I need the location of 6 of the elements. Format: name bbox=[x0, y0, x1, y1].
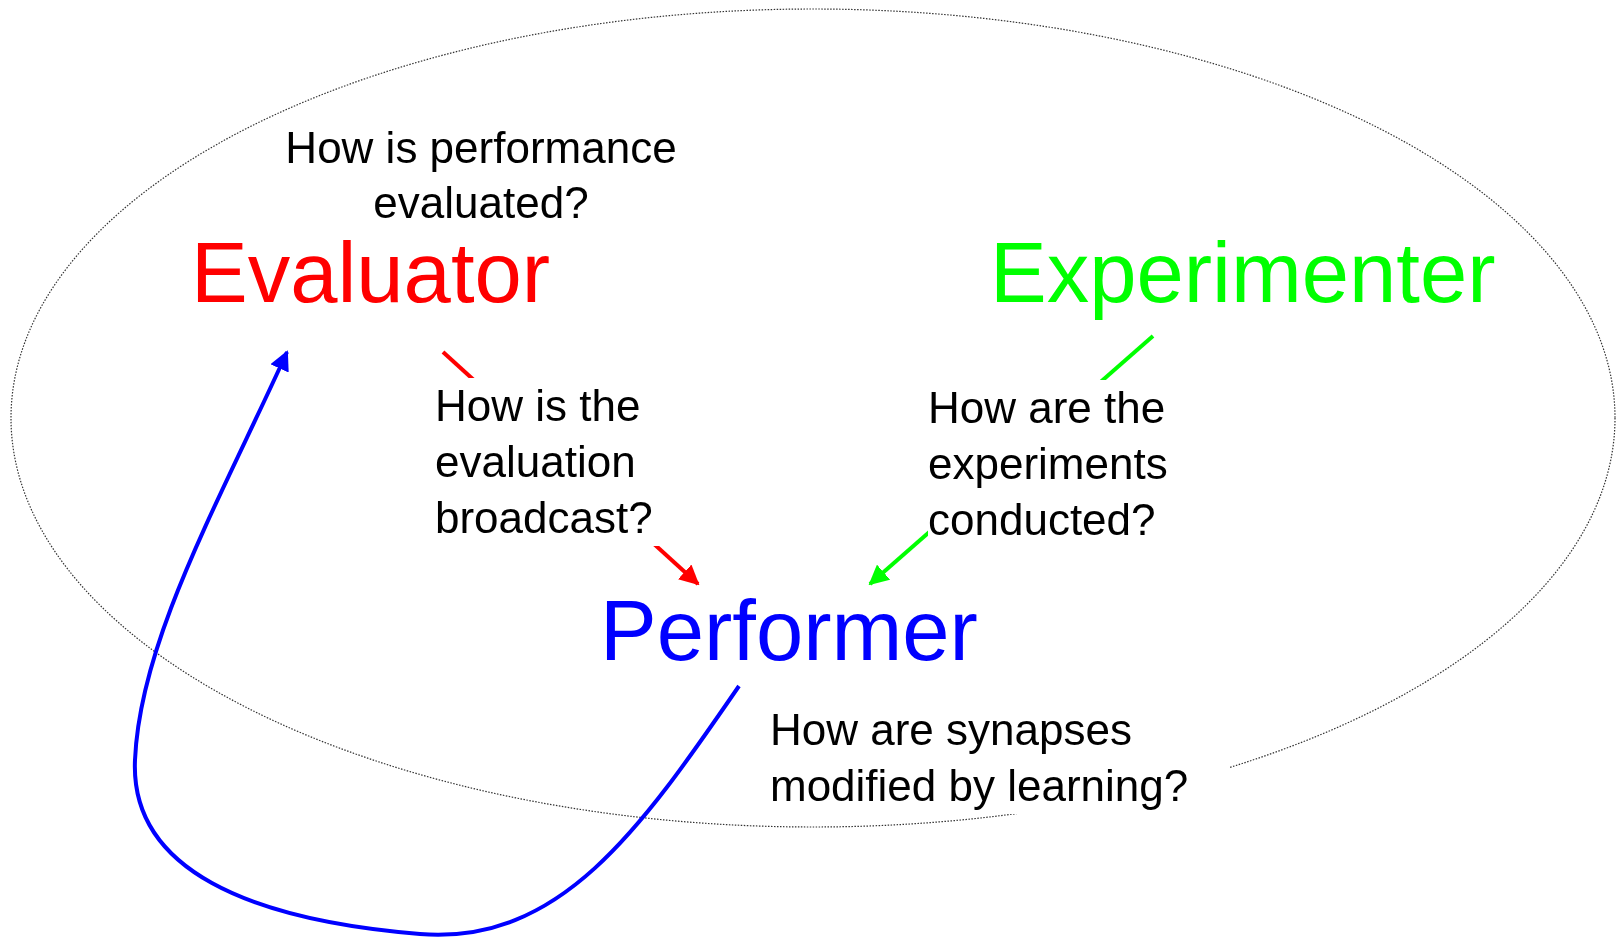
outline-ellipse bbox=[10, 8, 1616, 828]
node-label: Evaluator bbox=[191, 226, 552, 320]
node-label: Performer bbox=[600, 584, 979, 678]
node-label: Experimenter bbox=[990, 226, 1497, 320]
arrow bbox=[133, 350, 741, 937]
question-text: How is performance evaluated? bbox=[284, 122, 678, 229]
